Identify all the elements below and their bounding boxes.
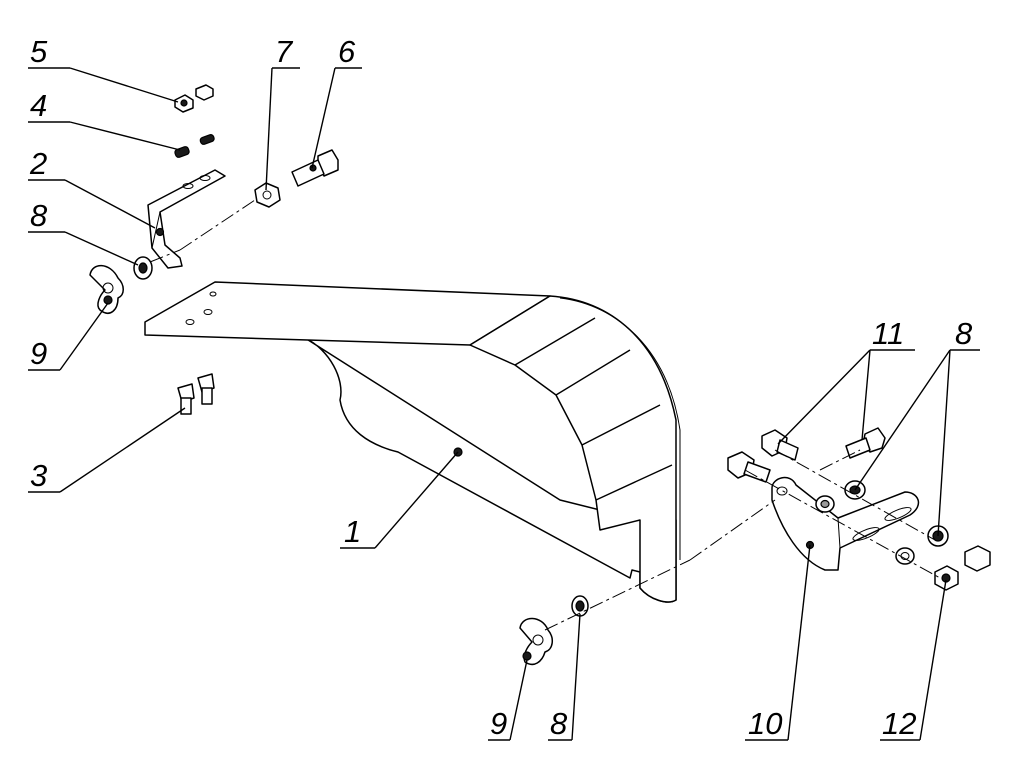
part-2-upper-bracket xyxy=(147,169,226,269)
part-4-set-screws xyxy=(174,134,215,158)
callout-8-right: 8 xyxy=(955,316,973,351)
leader-lines xyxy=(28,67,980,741)
part-9-wing-nut-lower xyxy=(519,617,553,666)
callout-4: 4 xyxy=(30,88,47,123)
part-8-washer-upper xyxy=(133,256,153,280)
part-10-lower-bracket xyxy=(771,476,920,571)
callout-11: 11 xyxy=(872,316,904,351)
callout-9-lower: 9 xyxy=(490,706,507,741)
callout-7: 7 xyxy=(275,34,294,69)
part-3-bolts xyxy=(177,373,215,415)
part-6-bolt xyxy=(291,149,339,187)
callout-6: 6 xyxy=(338,34,356,69)
callout-12: 12 xyxy=(882,706,916,741)
part-9-wing-nut-upper xyxy=(89,264,124,314)
callout-2: 2 xyxy=(29,146,47,181)
part-12-nuts xyxy=(934,545,991,591)
callout-5: 5 xyxy=(30,34,48,69)
callout-1: 1 xyxy=(344,514,361,549)
callout-10: 10 xyxy=(748,706,782,741)
callout-8-lower: 8 xyxy=(550,706,568,741)
callout-9-upper: 9 xyxy=(30,336,47,371)
part-1-fender xyxy=(144,281,681,603)
callout-3: 3 xyxy=(30,458,47,493)
part-7-nut xyxy=(254,182,281,208)
part-5-nuts xyxy=(174,84,214,113)
callout-8-upper: 8 xyxy=(30,198,48,233)
